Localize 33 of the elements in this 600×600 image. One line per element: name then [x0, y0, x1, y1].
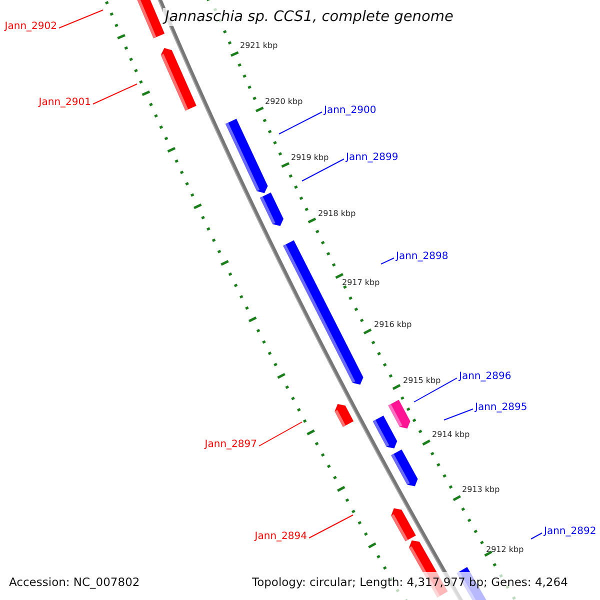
scale-label: 2919 kbp	[291, 153, 329, 163]
gene-label: Jann_2896	[459, 371, 512, 383]
leader-line	[302, 158, 344, 182]
scale-label: 2921 kbp	[240, 41, 278, 51]
gene-label: Jann_2895	[475, 402, 528, 414]
leader-line	[444, 408, 474, 420]
gene-label: Jann_2899	[346, 152, 398, 164]
leader-line	[258, 422, 302, 446]
leader-line	[278, 112, 322, 134]
gene-label: Jann_2897	[204, 439, 257, 451]
scale-label: 2913 kbp	[462, 485, 500, 495]
leader-line	[530, 532, 542, 540]
footer-text: Accession: NC_007802	[9, 575, 140, 590]
leader-line	[414, 378, 458, 402]
leader-line	[380, 258, 394, 264]
leader-line	[58, 10, 104, 28]
scale-label: 2914 kbp	[432, 430, 470, 440]
gene-label: Jann_2894	[254, 531, 307, 543]
gene-label: Jann_2898	[396, 251, 448, 263]
scale-label: 2915 kbp	[403, 376, 441, 386]
gene-label: Jann_2900	[324, 105, 376, 117]
gene-label: Jann_2902	[4, 21, 57, 33]
leader-line	[92, 84, 138, 104]
scale-label: 2917 kbp	[342, 278, 380, 288]
leader-line	[308, 514, 354, 538]
scale-label: 2916 kbp	[374, 320, 412, 330]
chart-title: Jannaschia sp. CCS1, complete genome	[163, 8, 456, 26]
gene-label: Jann_2892	[544, 526, 596, 538]
scale-label: 2918 kbp	[318, 209, 356, 219]
scale-label: 2912 kbp	[486, 545, 524, 555]
gene-label: Jann_2901	[38, 97, 91, 109]
footer-text: Topology: circular; Length: 4,317,977 bp; Genes: 4,264	[252, 575, 568, 590]
scale-label: 2920 kbp	[265, 97, 303, 107]
